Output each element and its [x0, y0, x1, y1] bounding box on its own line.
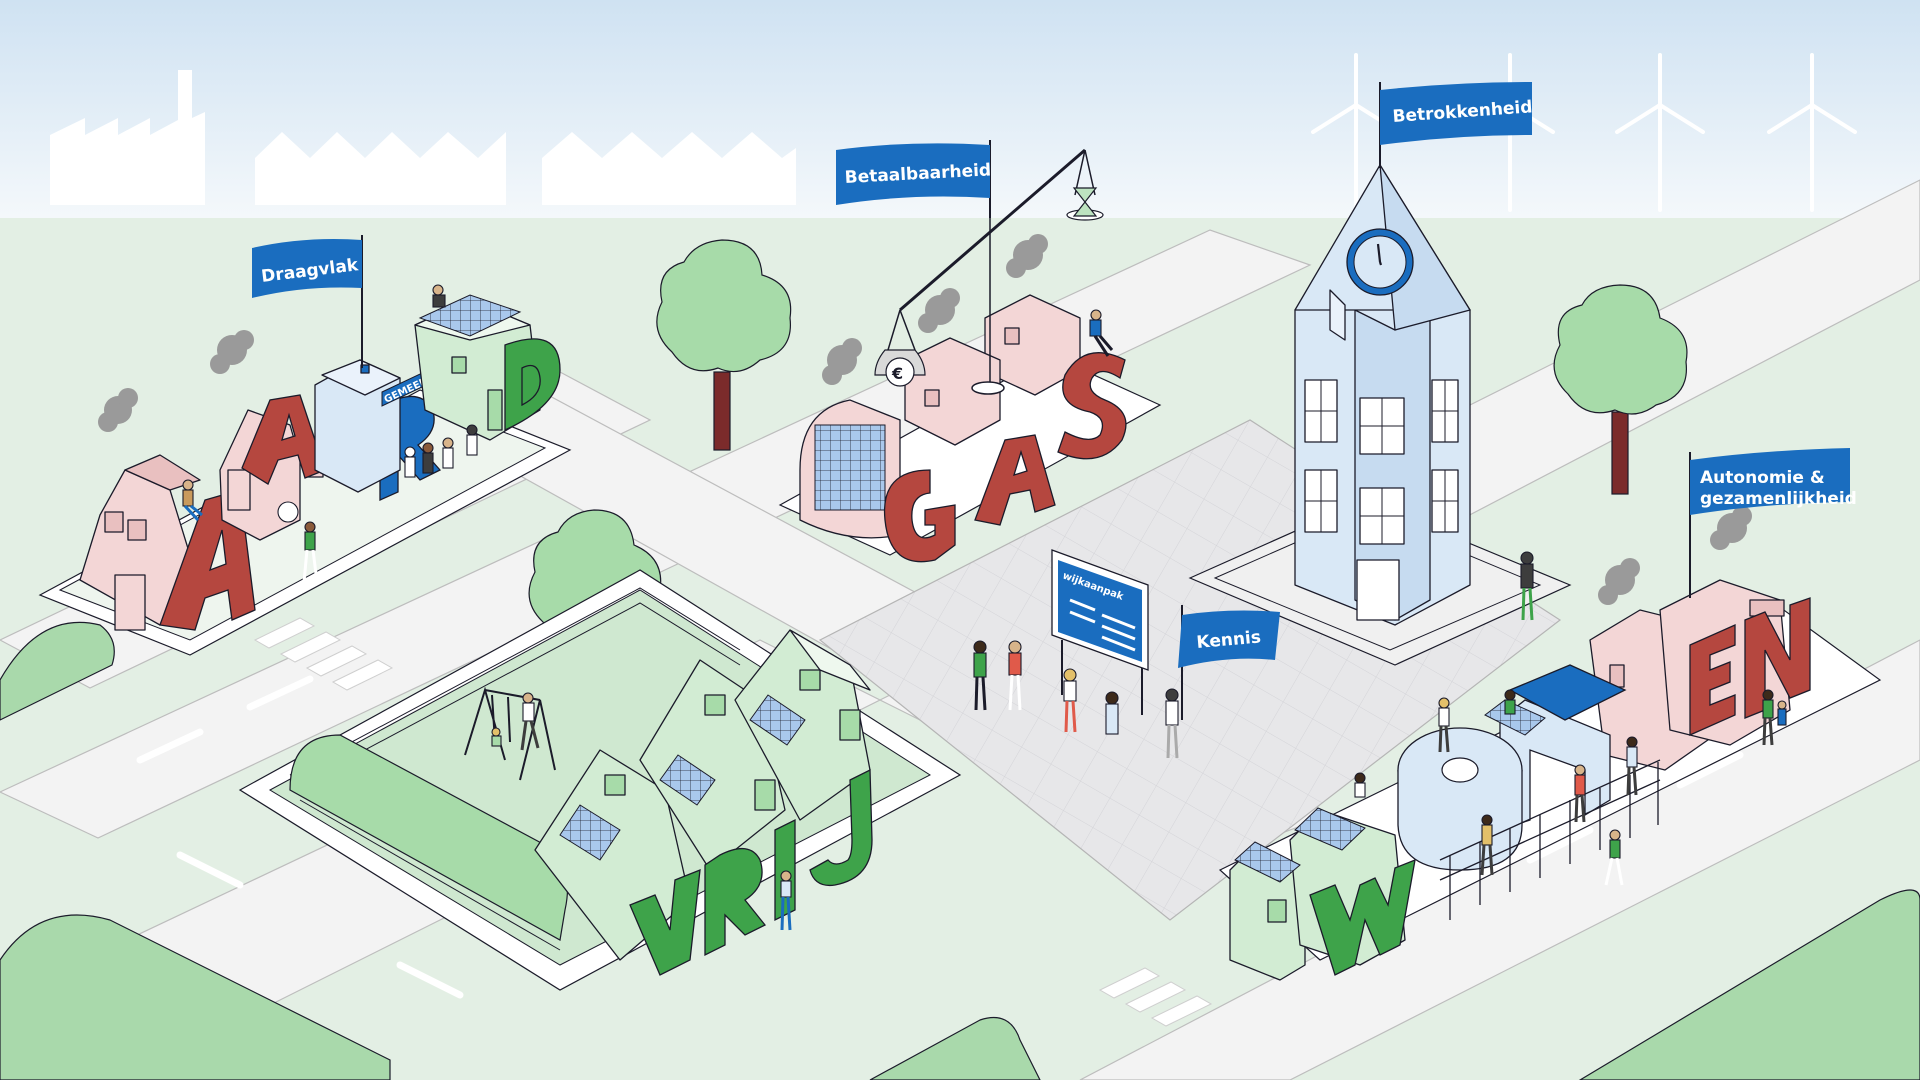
- chimney-smoke-wonen: [1598, 506, 1752, 605]
- skyline-silhouette: [50, 70, 796, 205]
- clock-tower: [1294, 164, 1471, 626]
- child-on-swing: [491, 727, 502, 747]
- flag-kennis: Kennis: [1178, 605, 1280, 720]
- chimney-smoke-aard: [98, 330, 254, 432]
- letter-w: [1309, 858, 1416, 976]
- house-a1: [79, 454, 201, 631]
- letter-a-gas: [974, 434, 1056, 526]
- playground-fence: [289, 587, 741, 791]
- letter-n-red: [1744, 597, 1811, 719]
- tree-left-back: [656, 239, 792, 451]
- letter-r-vrij: [704, 848, 767, 957]
- worker-5: [1574, 764, 1586, 823]
- letter-i: [774, 818, 796, 922]
- chimney-smoke-gas: [822, 234, 1048, 385]
- solar-panels-wonen: [1234, 699, 1546, 883]
- person-plaza-2: [1008, 640, 1022, 711]
- person-plaza-3: [1063, 668, 1077, 733]
- tree-right-back: [1553, 284, 1688, 495]
- hourglass-icon: [1066, 187, 1104, 221]
- euro-icon: €: [874, 349, 926, 387]
- person-wonen-right: [1762, 689, 1787, 746]
- road-markings: [136, 675, 1744, 999]
- flag-autonomie-label-1: Autonomie &: [1700, 468, 1825, 488]
- gas-tank: [799, 399, 901, 539]
- worker-2: [1504, 689, 1516, 715]
- flag-autonomie-gezamenlijkheid: Autonomie & gezamenlijkheid: [1689, 448, 1857, 598]
- person-plaza-4: [1105, 691, 1119, 735]
- person-plaza-5: [1165, 688, 1179, 759]
- letter-e: [1689, 623, 1736, 737]
- wijkaanpak-sign: wijkaanpak: [1051, 549, 1149, 715]
- balance-scale: [887, 148, 1096, 395]
- clock-icon: [1346, 228, 1414, 296]
- flag-betrokkenheid: Betrokkenheid: [1379, 82, 1533, 168]
- gemeente-building: [314, 359, 401, 493]
- person-on-roof-d: [432, 284, 446, 308]
- euro-symbol: €: [891, 364, 903, 383]
- scaffolding: [1439, 759, 1661, 920]
- flag-draagvlak: Draagvlak: [252, 235, 363, 368]
- people-queue-gemeente: [404, 424, 478, 478]
- person-near-tower: [1520, 551, 1534, 621]
- letter-j: [809, 768, 873, 887]
- letter-a2: [241, 394, 326, 485]
- worker-7: [1604, 829, 1624, 886]
- flag-betaalbaarheid: Betaalbaarheid: [836, 140, 992, 218]
- person-sitting-roof-a: [182, 479, 203, 522]
- worker-1: [1438, 697, 1450, 753]
- people: [182, 284, 1787, 931]
- letter-v: [629, 868, 701, 976]
- person-sitting-s: [1089, 309, 1114, 357]
- person-plaza-1: [973, 640, 987, 711]
- letter-d: [504, 338, 561, 432]
- worker-6: [1626, 736, 1638, 796]
- letter-o: [1397, 727, 1523, 871]
- worker-4: [1480, 814, 1494, 876]
- flag-autonomie-label-2: gezamenlijkheid: [1700, 489, 1857, 509]
- letter-s: [1057, 352, 1127, 460]
- solar-panels-vrij: [559, 694, 806, 861]
- crosswalks: [253, 617, 1213, 1027]
- person-pushing-swing: [520, 692, 540, 751]
- worker-3: [1354, 772, 1366, 798]
- gas-houses: [904, 294, 1081, 446]
- letter-g: [883, 469, 956, 563]
- person-magnifier: [277, 501, 319, 583]
- hedges: [0, 621, 1920, 1080]
- solar-panels-d: [418, 294, 522, 337]
- person-walking-vrij: [780, 870, 792, 931]
